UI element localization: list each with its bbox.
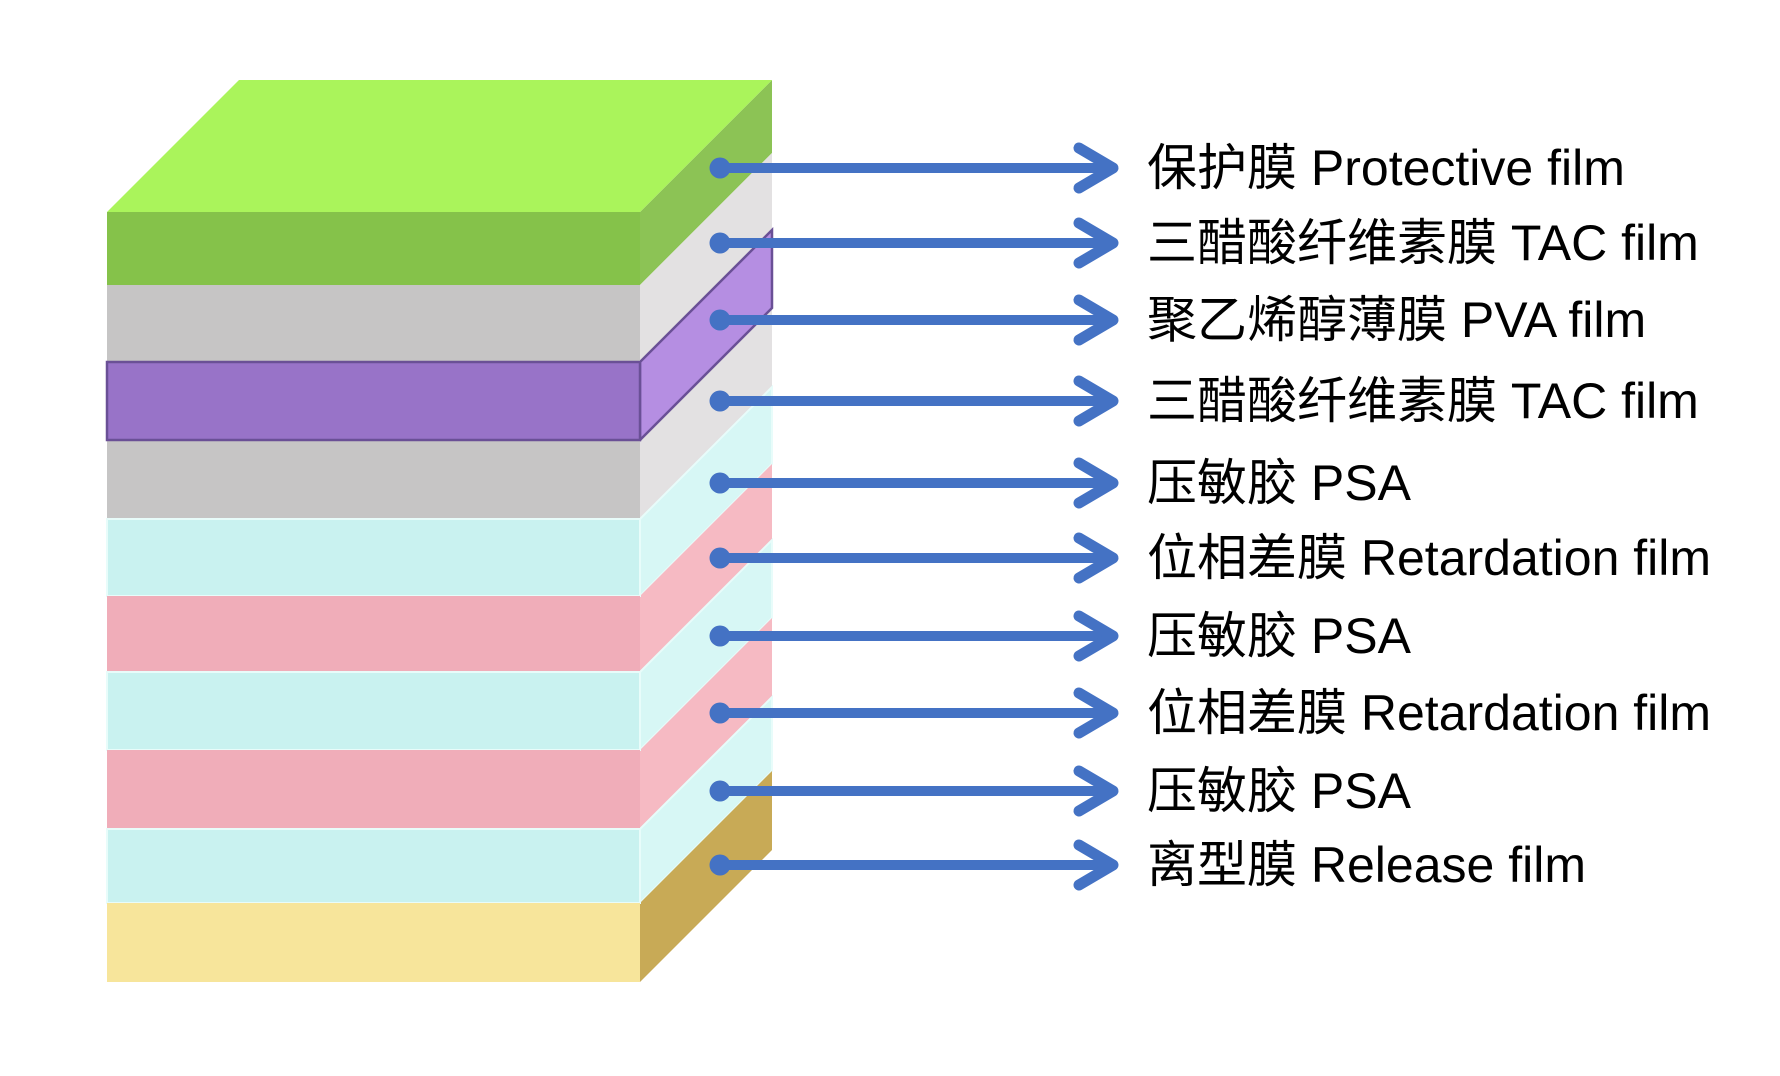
layer-side-tac-film-upper bbox=[640, 153, 772, 362]
layer-side-protective-film bbox=[640, 80, 772, 285]
arrow-dot bbox=[709, 702, 731, 724]
layer-label-retardation-film-2: 位相差膜 Retardation film bbox=[1147, 685, 1711, 741]
arrowhead-icon bbox=[1073, 294, 1119, 346]
layer-side-retardation-film-1 bbox=[640, 464, 772, 672]
arrowhead-icon bbox=[1073, 765, 1119, 817]
leader-arrow-psa-2 bbox=[709, 610, 1119, 662]
layer-label-tac-film-upper: 三醋酸纤维素膜 TAC film bbox=[1147, 215, 1699, 271]
layer-front-faces bbox=[105, 212, 642, 982]
layer-label-tac-film-lower: 三醋酸纤维素膜 TAC film bbox=[1147, 373, 1699, 429]
layer-front-protective-film bbox=[107, 212, 640, 285]
arrow-dot bbox=[709, 854, 731, 876]
arrowhead-icon bbox=[1073, 532, 1119, 584]
layer-front-release-film bbox=[107, 903, 640, 982]
arrowhead-icon bbox=[1073, 687, 1119, 739]
leader-arrow-pva-film bbox=[709, 294, 1119, 346]
stack-top-face-polygon bbox=[107, 80, 772, 212]
arrow-dot bbox=[709, 780, 731, 802]
leader-arrow-retardation-film-2 bbox=[709, 687, 1119, 739]
layer-front-pva-film bbox=[105, 360, 642, 442]
arrowhead-icon bbox=[1073, 457, 1119, 509]
layer-label-release-film: 离型膜 Release film bbox=[1147, 837, 1586, 893]
arrow-dot bbox=[709, 625, 731, 647]
layer-front-psa-3 bbox=[106, 828, 641, 904]
leader-arrow-tac-film-upper bbox=[709, 217, 1119, 269]
layer-label-protective-film: 保护膜 Protective film bbox=[1147, 140, 1625, 196]
layer-front-psa-1 bbox=[106, 518, 641, 597]
layer-side-tac-film-lower bbox=[640, 308, 772, 519]
arrowhead-icon bbox=[1073, 839, 1119, 891]
arrow-dot bbox=[709, 232, 731, 254]
layer-front-retardation-film-1 bbox=[107, 596, 640, 672]
layer-front-retardation-film-2 bbox=[107, 750, 640, 829]
layer-label-psa-2: 压敏胶 PSA bbox=[1147, 608, 1412, 664]
leader-arrows bbox=[709, 142, 1119, 891]
leader-arrow-tac-film-lower bbox=[709, 375, 1119, 427]
arrow-dot bbox=[709, 309, 731, 331]
layer-front-tac-film-lower bbox=[107, 440, 640, 519]
arrowhead-icon bbox=[1073, 610, 1119, 662]
arrow-dot bbox=[709, 472, 731, 494]
layer-label-pva-film: 聚乙烯醇薄膜 PVA film bbox=[1147, 292, 1646, 348]
layer-side-retardation-film-2 bbox=[640, 618, 772, 829]
layer-front-psa-2 bbox=[106, 671, 641, 751]
layer-label-retardation-film-1: 位相差膜 Retardation film bbox=[1147, 530, 1711, 586]
leader-arrow-psa-3 bbox=[709, 765, 1119, 817]
layer-label-psa-3: 压敏胶 PSA bbox=[1147, 763, 1412, 819]
leader-arrow-psa-1 bbox=[709, 457, 1119, 509]
leader-arrow-protective-film bbox=[709, 142, 1119, 194]
arrow-dot bbox=[709, 157, 731, 179]
arrowhead-icon bbox=[1073, 375, 1119, 427]
leader-arrow-retardation-film-1 bbox=[709, 532, 1119, 584]
layer-front-tac-film-upper bbox=[107, 285, 640, 362]
arrowhead-icon bbox=[1073, 217, 1119, 269]
arrow-dot bbox=[709, 547, 731, 569]
stack-top-face bbox=[107, 80, 772, 212]
leader-arrow-release-film bbox=[709, 839, 1119, 891]
layer-side-release-film bbox=[640, 771, 772, 982]
layer-labels: 保护膜 Protective film 三醋酸纤维素膜 TAC film 聚乙烯醇薄… bbox=[1147, 140, 1711, 893]
layer-label-psa-1: 压敏胶 PSA bbox=[1147, 455, 1412, 511]
arrow-dot bbox=[709, 390, 731, 412]
layer-side-faces bbox=[638, 80, 774, 982]
arrowhead-icon bbox=[1073, 142, 1119, 194]
